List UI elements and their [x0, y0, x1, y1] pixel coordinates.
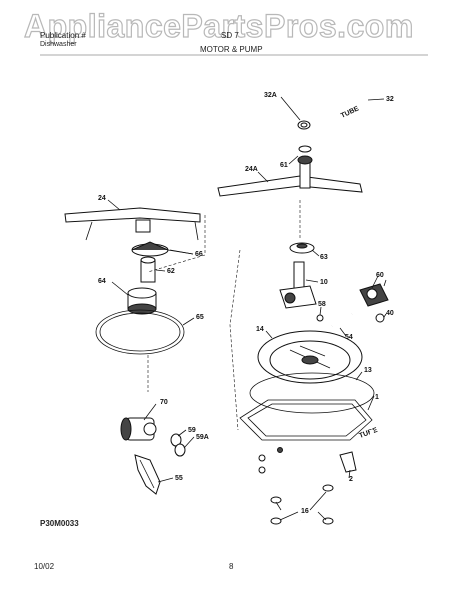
callout-66: 66	[195, 251, 203, 258]
svg-text:TUBE: TUBE	[358, 427, 379, 440]
lower-spray-arm-24	[64, 207, 201, 241]
callout-64: 64	[98, 278, 106, 285]
drain-hose	[299, 429, 374, 522]
callout-32a: 32A	[264, 92, 277, 99]
revision-date: 10/02	[34, 562, 55, 571]
part-58	[316, 314, 324, 322]
callout-16: 16	[301, 508, 309, 515]
fill-tube-32: TUBE	[303, 91, 376, 251]
callout-2: 2	[349, 476, 353, 483]
leader-lines	[107, 96, 387, 521]
callout-13: 13	[364, 367, 372, 374]
bracket-55	[134, 454, 161, 495]
seals-59	[170, 433, 186, 457]
callout-14: 14	[256, 326, 264, 333]
leader-dash	[229, 249, 241, 431]
model-number: SD 7	[221, 31, 239, 40]
callout-10: 10	[320, 279, 328, 286]
tube-62	[140, 256, 156, 283]
fasteners	[258, 447, 283, 474]
callout-61: 61	[280, 162, 288, 169]
callout-40: 40	[386, 310, 394, 317]
callout-65: 65	[196, 314, 204, 321]
svg-text:TUBE: TUBE	[340, 105, 361, 120]
gasket-13	[249, 372, 375, 414]
bracket-2	[339, 451, 357, 473]
callout-58: 58	[318, 301, 326, 308]
appliance-type: Dishwasher	[40, 41, 77, 48]
hose-54	[331, 312, 353, 328]
impeller-66	[131, 241, 194, 257]
publication-label: Publication #	[40, 31, 86, 40]
callout-59: 59	[188, 427, 196, 434]
motor-70	[120, 417, 157, 441]
gear-63	[289, 242, 315, 254]
diagram-code: P30M0033	[40, 519, 79, 528]
upper-spray-arm-24a	[217, 145, 363, 197]
callout-54: 54	[345, 334, 353, 341]
callout-63: 63	[320, 254, 328, 261]
callout-24: 24	[98, 195, 106, 202]
ring-gasket-65	[95, 309, 185, 355]
callout-62: 62	[167, 268, 175, 275]
valve-60	[359, 279, 389, 307]
seal-32a	[297, 120, 311, 130]
callout-70: 70	[160, 399, 168, 406]
watermark: AppliancePartsPros.com	[23, 7, 414, 44]
callout-59a: 59A	[196, 434, 209, 441]
clip-40	[375, 313, 385, 323]
section-title: MOTOR & PUMP	[200, 45, 263, 54]
callout-24a: 24A	[245, 166, 258, 173]
callout-1: 1	[375, 394, 379, 401]
callout-60: 60	[376, 272, 384, 279]
leader-dash	[147, 215, 206, 273]
page-number: 8	[229, 562, 234, 571]
callout-32: 32	[386, 96, 394, 103]
filter-64	[127, 287, 157, 315]
callout-55: 55	[175, 475, 183, 482]
pump-housing-10	[279, 261, 317, 309]
sump-14	[257, 330, 363, 384]
